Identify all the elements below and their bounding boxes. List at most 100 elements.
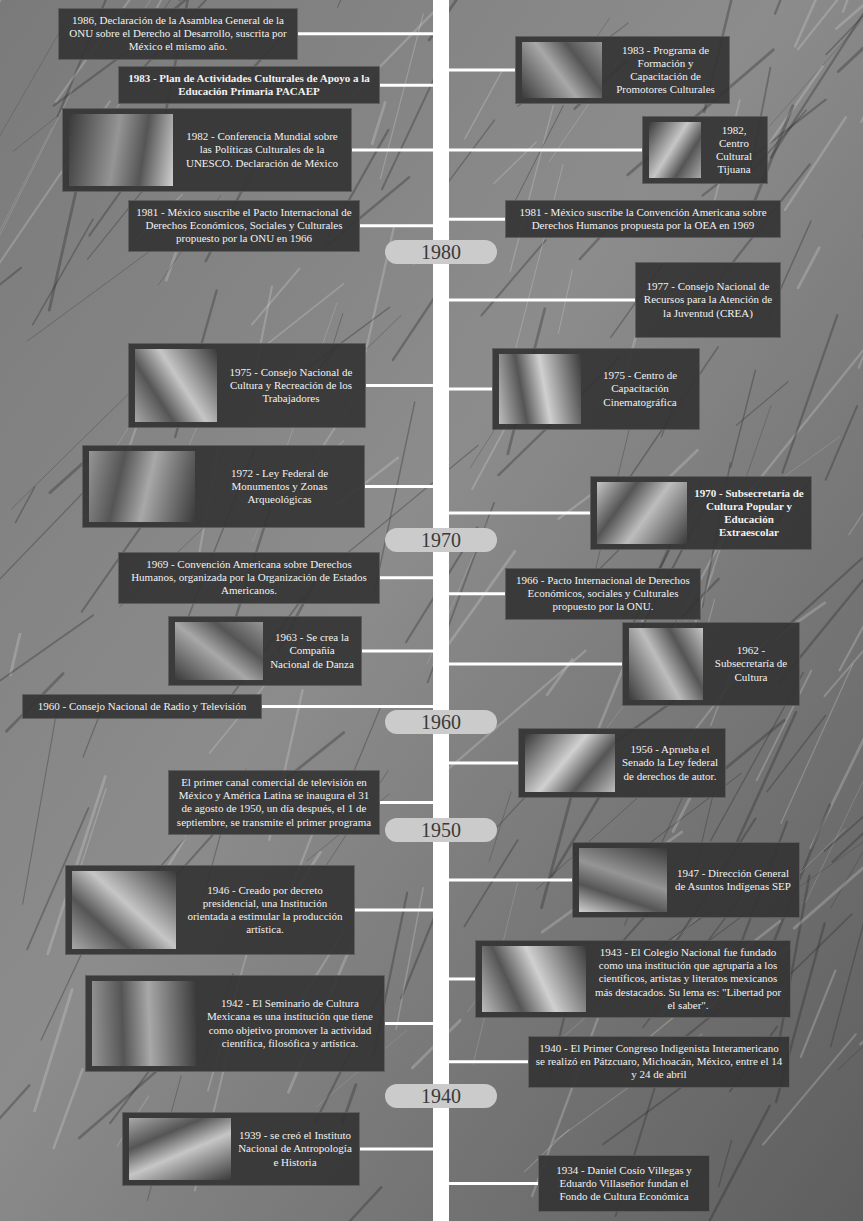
leader-line: [380, 576, 434, 579]
event-box: 1947 - Dirección General de Asuntos Indí…: [572, 842, 800, 918]
event-text: 1963 - Se crea la Compañía Nacional de D…: [269, 631, 355, 671]
event-box: 1972 - Ley Federal de Monumentos y Zonas…: [82, 445, 365, 528]
brush-streak: [0, 488, 88, 600]
event-box: 1981 - México suscribe el Pacto Internac…: [128, 200, 360, 252]
photo: [649, 122, 701, 178]
event-box: El primer canal comercial de televisión …: [168, 770, 380, 835]
event-text: 1940 - El Primer Congreso Indigenista In…: [535, 1042, 783, 1082]
event-text: 1966 - Pacto Internacional de Derechos E…: [512, 574, 694, 614]
event-box: 1963 - Se crea la Compañía Nacional de D…: [168, 616, 362, 686]
brush-streak: [27, 238, 168, 341]
leader-line: [448, 1182, 538, 1185]
event-box: 1966 - Pacto Internacional de Derechos E…: [505, 568, 701, 620]
brush-streak: [737, 712, 796, 842]
event-text: 1975 - Centro de Capacitación Cinematogr…: [587, 369, 693, 409]
photo: [482, 946, 586, 1012]
event-box: 1960 - Consejo Nacional de Radio y Telev…: [22, 694, 262, 719]
photo: [175, 622, 263, 680]
decade-label: 1940: [391, 1084, 491, 1108]
brush-streak: [783, 315, 838, 472]
brush-streak: [23, 708, 58, 904]
brush-streak: [840, 526, 863, 670]
brush-streak: [380, 14, 423, 179]
event-text: 1975 - Consejo Nacional de Cultura y Rec…: [223, 366, 359, 406]
event-box: 1983 - Plan de Actividades Culturales de…: [118, 66, 380, 104]
brush-streak: [805, 746, 863, 903]
event-box: 1943 - El Colegio Nacional fue fundado c…: [475, 940, 791, 1018]
event-box: 1970 - Subsecretaría de Cultura Popular …: [590, 476, 812, 550]
photo: [135, 349, 217, 422]
event-box: 1946 - Creado por decreto presidencial, …: [65, 865, 355, 955]
event-text: 1969 - Convención Americana sobre Derech…: [125, 558, 373, 598]
leader-line: [448, 879, 572, 882]
event-text: 1960 - Consejo Nacional de Radio y Telev…: [29, 700, 255, 713]
brush-streak: [731, 370, 756, 467]
leader-line: [362, 650, 434, 653]
brush-streak: [849, 415, 863, 535]
brush-streak: [0, 1085, 29, 1140]
leader-line: [448, 149, 642, 152]
decade-label: 1950: [391, 818, 491, 842]
event-box: 1942 - El Seminario de Cultura Mexicana …: [85, 975, 385, 1072]
event-text: 1939 - se creó el Instituto Nacional de …: [237, 1129, 353, 1169]
leader-line: [448, 218, 505, 221]
event-box: 1982, Centro Cultural Tijuana: [642, 116, 768, 184]
photo: [525, 734, 615, 792]
event-text: 1972 - Ley Federal de Monumentos y Zonas…: [201, 467, 358, 507]
timeline-spine: [433, 0, 449, 1221]
photo: [499, 354, 581, 424]
brush-streak: [736, 382, 788, 425]
event-box: 1934 - Daniel Cosío Villegas y Eduardo V…: [538, 1155, 710, 1212]
brush-streak: [15, 487, 34, 522]
brush-streak: [830, 788, 863, 908]
event-box: 1962 - Subsecretaría de Cultura: [622, 622, 800, 706]
event-text: 1934 - Daniel Cosío Villegas y Eduardo V…: [545, 1164, 703, 1204]
leader-line: [448, 388, 492, 391]
leader-line: [448, 1060, 528, 1063]
leader-line: [355, 909, 434, 912]
leader-line: [360, 1148, 434, 1151]
photo: [92, 981, 196, 1066]
brush-streak: [349, 1187, 381, 1221]
photo: [89, 451, 195, 522]
photo: [69, 114, 173, 186]
event-box: 1939 - se creó el Instituto Nacional de …: [122, 1112, 360, 1186]
brush-streak: [13, 116, 58, 152]
brush-streak: [464, 840, 517, 926]
leader-line: [448, 977, 475, 980]
leader-line: [380, 801, 434, 804]
brush-streak: [515, 164, 563, 351]
event-box: 1940 - El Primer Congreso Indigenista In…: [528, 1036, 790, 1088]
event-box: 1956 - Aprueba el Senado la Ley federal …: [518, 728, 726, 798]
event-box: 1981 - México suscribe la Convención Ame…: [505, 200, 781, 238]
event-text: 1982 - Conferencia Mundial sobre las Pol…: [179, 130, 345, 170]
leader-line: [298, 32, 434, 35]
leader-line: [365, 485, 434, 488]
brush-streak: [767, 66, 823, 147]
leader-line: [448, 762, 518, 765]
event-box: 1975 - Centro de Capacitación Cinematogr…: [492, 348, 700, 430]
decade-label: 1980: [391, 240, 491, 264]
event-text: 1943 - El Colegio Nacional fue fundado c…: [592, 946, 784, 1012]
brush-streak: [707, 1106, 770, 1221]
event-text: 1986, Declaración de la Asamblea General…: [65, 14, 291, 54]
event-text: 1947 - Dirección General de Asuntos Indí…: [673, 867, 793, 893]
brush-streak: [826, 7, 863, 55]
leader-line: [360, 224, 434, 227]
photo: [129, 1118, 231, 1180]
brush-streak: [859, 191, 863, 368]
brush-streak: [54, 1069, 83, 1148]
brush-streak: [801, 971, 835, 1057]
brush-streak: [0, 268, 21, 293]
event-text: 1942 - El Seminario de Cultura Mexicana …: [202, 997, 378, 1050]
brush-streak: [860, 912, 863, 1044]
brush-streak: [747, 342, 863, 494]
event-text: 1977 - Consejo Nacional de Recursos para…: [642, 280, 774, 320]
brush-streak: [514, 106, 563, 203]
brush-streak: [252, 269, 299, 325]
brush-streak: [798, 248, 819, 288]
brush-streak: [838, 40, 863, 72]
brush-streak: [494, 142, 536, 183]
